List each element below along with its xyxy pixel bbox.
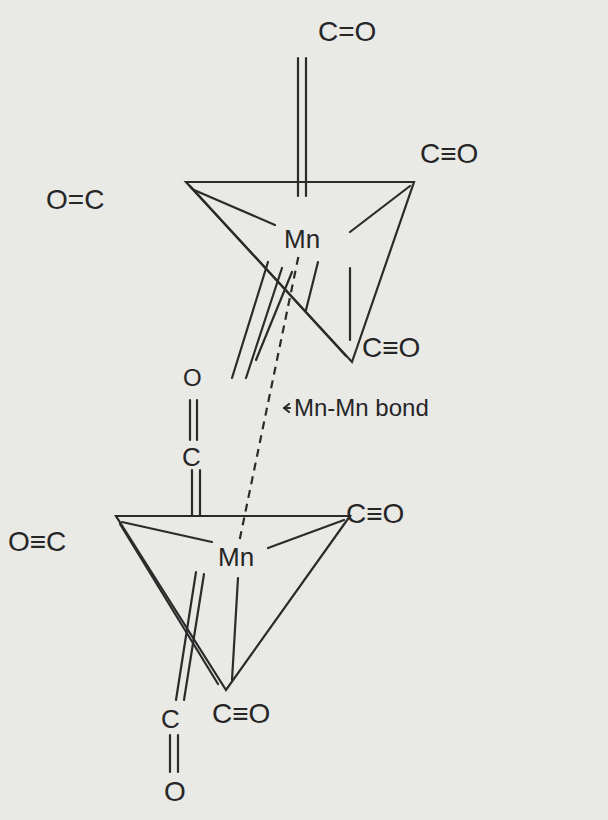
ligand-label: C <box>182 444 201 470</box>
metal-atom: Mn <box>280 224 324 254</box>
ligand-label: C=O <box>318 18 376 46</box>
metal-atom: Mn <box>214 542 258 572</box>
ligand-label: O≡C <box>8 528 66 556</box>
callout-label: Mn-Mn bond <box>292 396 431 420</box>
bond-line <box>240 257 299 539</box>
ligand-label: O=C <box>46 186 104 214</box>
ligand-label: C <box>161 706 180 732</box>
ligand-label: O <box>164 778 186 806</box>
ligand-label: C≡O <box>420 140 478 168</box>
atom-label: Mn <box>218 544 254 570</box>
ligand-label: C≡O <box>346 500 404 528</box>
ligand-label: C≡O <box>212 700 270 728</box>
atom-label: Mn <box>284 226 320 252</box>
ligand-label: C≡O <box>362 334 420 362</box>
ligand-label: O <box>183 366 202 390</box>
